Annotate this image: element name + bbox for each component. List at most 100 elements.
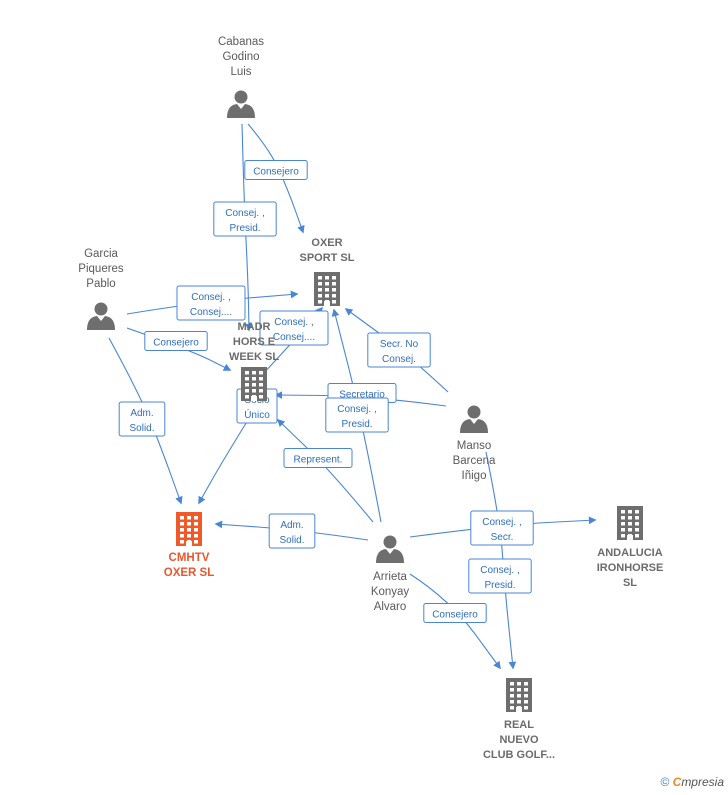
building-window bbox=[332, 300, 336, 304]
node-label: Arrieta bbox=[373, 571, 407, 583]
edge-label-arrieta-to-madrid_horse[interactable]: Represent. bbox=[283, 448, 353, 468]
edge-label-cabanas-to-madrid_horse[interactable]: Consej. ,Presid. bbox=[213, 201, 277, 237]
edge-label-text: Consejero bbox=[153, 338, 199, 349]
building-icon bbox=[314, 272, 340, 306]
copyright-symbol: © bbox=[660, 775, 670, 789]
node-label: CLUB GOLF... bbox=[483, 749, 555, 761]
building-window bbox=[621, 510, 625, 514]
edge-label-text: Presid. bbox=[341, 419, 372, 430]
building-window bbox=[635, 534, 639, 538]
building-icon bbox=[506, 678, 532, 712]
building-window bbox=[252, 371, 256, 375]
edge-label-cabanas-to-oxer_sport[interactable]: Consejero bbox=[244, 160, 308, 180]
node-label: Luis bbox=[230, 66, 251, 78]
node-label: Cabanas bbox=[218, 36, 264, 48]
building-window bbox=[332, 288, 336, 292]
edge-label-text: Adm. bbox=[280, 520, 303, 531]
building-window bbox=[252, 383, 256, 387]
building-window bbox=[194, 534, 198, 538]
node-label: SL bbox=[623, 577, 637, 589]
person-body bbox=[376, 549, 404, 563]
person-body bbox=[460, 419, 488, 433]
building-window bbox=[621, 516, 625, 520]
building-window bbox=[628, 516, 632, 520]
building-window bbox=[259, 395, 263, 399]
edge-label-arrieta-to-real_nuevo[interactable]: Consejero bbox=[423, 603, 487, 623]
edge-label-arrieta-to-oxer_sport[interactable]: Consej. , Presid. bbox=[325, 397, 389, 433]
edge-label-box bbox=[213, 201, 277, 237]
edge-label-garcia-to-cmhtv[interactable]: Adm.Solid. bbox=[118, 401, 166, 437]
edge-label-arrieta-to-andalucia[interactable]: Consej. ,Secr. bbox=[470, 510, 534, 546]
person-icon bbox=[376, 535, 404, 563]
node-label: Pablo bbox=[86, 278, 115, 290]
node-label: ANDALUCIA bbox=[597, 547, 662, 559]
edge-label-text: Consej.... bbox=[190, 307, 232, 318]
edge-label-garcia-to-madrid_horse[interactable]: Consejero bbox=[144, 331, 208, 351]
node-label: WEEK SL bbox=[229, 351, 279, 363]
building-window bbox=[180, 528, 184, 532]
building-window bbox=[194, 540, 198, 544]
building-window bbox=[621, 522, 625, 526]
edge-label-manso-to-oxer_sport[interactable]: Secr. No Consej. bbox=[367, 332, 431, 368]
person-head bbox=[383, 535, 397, 549]
building-window bbox=[332, 294, 336, 298]
edge-label-text: Secretario bbox=[339, 390, 385, 401]
edge-label-box bbox=[470, 510, 534, 546]
edge-label-text: Represent. bbox=[294, 455, 343, 466]
footer-brand: © Cmpresia bbox=[660, 775, 724, 789]
building-window bbox=[510, 706, 514, 710]
node-label: Manso bbox=[457, 440, 492, 452]
edge-label-text: Consej. , bbox=[337, 404, 376, 415]
building-window bbox=[318, 300, 322, 304]
building-window bbox=[628, 510, 632, 514]
edge-label-text: Consejero bbox=[253, 167, 299, 178]
node-label: Barcena bbox=[453, 455, 496, 467]
building-window bbox=[517, 694, 521, 698]
node-label: Iñigo bbox=[462, 470, 487, 482]
edge-label-garcia-to-oxer_sport[interactable]: Consej. ,Consej.... bbox=[176, 285, 246, 321]
building-window bbox=[245, 371, 249, 375]
edge-label-text: Consej. bbox=[382, 354, 416, 365]
edge-label-madrid_horse-to-oxer_sport[interactable]: Consej. ,Consej.... bbox=[259, 310, 329, 346]
building-window bbox=[180, 516, 184, 520]
edge-label-text: Secr. No bbox=[380, 339, 419, 350]
node-label: Garcia bbox=[84, 248, 118, 260]
building-window bbox=[245, 377, 249, 381]
building-window bbox=[259, 389, 263, 393]
person-body bbox=[227, 104, 255, 118]
building-window bbox=[628, 528, 632, 532]
edge-label-text: Único bbox=[244, 408, 270, 421]
building-window bbox=[510, 700, 514, 704]
building-window bbox=[635, 516, 639, 520]
building-window bbox=[510, 694, 514, 698]
building-door bbox=[516, 707, 522, 712]
building-window bbox=[180, 540, 184, 544]
person-icon bbox=[227, 90, 255, 118]
edge-label-text: Presid. bbox=[229, 223, 260, 234]
building-window bbox=[180, 534, 184, 538]
edge-label-text: Consej.... bbox=[273, 332, 315, 343]
edge-label-box bbox=[144, 331, 208, 351]
building-window bbox=[524, 694, 528, 698]
building-window bbox=[635, 528, 639, 532]
person-icon bbox=[460, 405, 488, 433]
edge-label-manso-to-real_nuevo[interactable]: Consej. ,Presid. bbox=[468, 558, 532, 594]
building-window bbox=[325, 288, 329, 292]
building-window bbox=[259, 371, 263, 375]
edge-label-box bbox=[468, 558, 532, 594]
edge-cabanas-to-madrid_horse bbox=[241, 123, 253, 332]
building-window bbox=[628, 522, 632, 526]
edge-label-text: Solid. bbox=[279, 535, 304, 546]
edge-label-arrieta-to-cmhtv[interactable]: Adm. Solid. bbox=[268, 513, 316, 549]
edge-label-box bbox=[423, 603, 487, 623]
